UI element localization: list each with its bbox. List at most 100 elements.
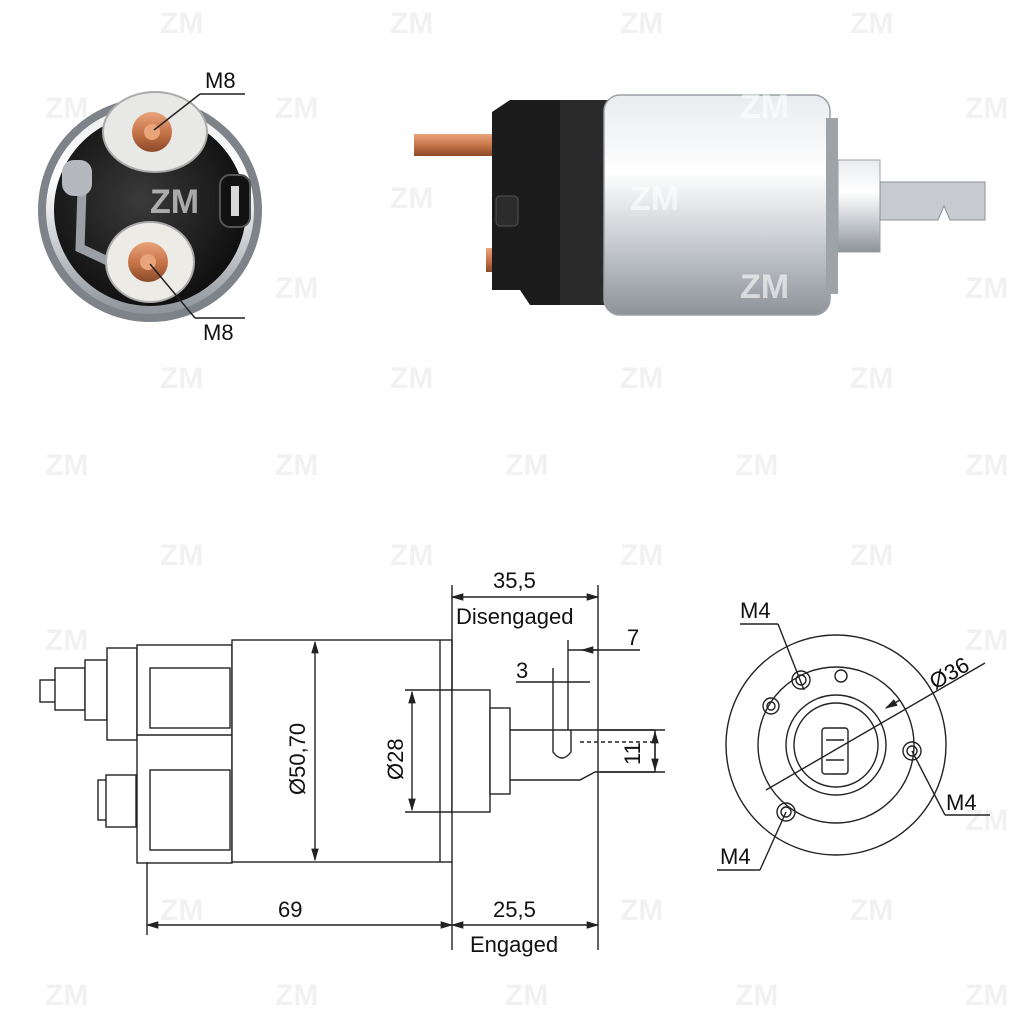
drawn-cap-inner-bottom xyxy=(149,769,231,851)
watermark-text: ZM xyxy=(390,182,433,215)
connector-pin xyxy=(231,186,239,216)
front-flange-circle xyxy=(757,666,915,824)
watermark-grid: ZM ZM ZM ZM ZM ZM ZM ZM ZM ZM ZM ZM ZM Z… xyxy=(45,7,1008,1012)
watermark-text: ZM xyxy=(275,92,318,125)
drawn-nut-top xyxy=(54,667,86,711)
dim-slot-width: 3 xyxy=(516,658,528,683)
callout-line-top xyxy=(153,93,201,131)
watermark-text: ZM xyxy=(390,7,433,40)
drawn-nose-step xyxy=(489,707,511,795)
hole-top-inner xyxy=(795,674,807,686)
hole-bottom-inner xyxy=(780,806,792,818)
plastic-connector xyxy=(495,195,519,227)
watermark-text: ZM xyxy=(735,979,778,1012)
watermark-text: ZM xyxy=(505,449,548,482)
hole-right xyxy=(902,741,922,761)
front-outer-circle xyxy=(725,634,947,856)
watermark-text: ZM xyxy=(45,979,88,1012)
photo-side-view: ZM ZM ZM xyxy=(414,88,986,316)
hole-right-label: M4 xyxy=(946,790,977,815)
watermark-text: ZM xyxy=(620,894,663,927)
bolt-circle-line xyxy=(765,662,986,791)
hole-bottom-label: M4 xyxy=(720,844,751,869)
front-plunger-slot xyxy=(821,727,849,775)
hole-left-inner xyxy=(766,701,776,711)
watermark-text: ZM xyxy=(850,362,893,395)
watermark-text: ZM xyxy=(620,7,663,40)
drawn-cap xyxy=(136,644,233,864)
drawn-body xyxy=(231,639,453,863)
drawn-nut-bottom xyxy=(105,774,137,828)
cap-flange xyxy=(560,100,608,305)
terminal-top-label: M8 xyxy=(205,68,236,93)
watermark-text: ZM xyxy=(620,362,663,395)
hole-pin xyxy=(834,669,848,683)
watermark-text: ZM xyxy=(620,539,663,572)
dim-shaft-height: 11 xyxy=(620,742,645,765)
watermark-text: ZM xyxy=(740,88,789,126)
drawing-side-labels: 35,5 Disengaged 25,5 Engaged 69 Ø50,70 Ø… xyxy=(278,568,645,957)
body-ring xyxy=(826,118,838,294)
watermark-text: ZM xyxy=(45,449,88,482)
nose xyxy=(837,159,881,253)
dim-engaged-label: Engaged xyxy=(470,932,558,957)
watermark-text: ZM xyxy=(390,539,433,572)
watermark-text: ZM xyxy=(390,362,433,395)
watermark-text: ZM xyxy=(850,539,893,572)
watermark-text: ZM xyxy=(735,449,778,482)
watermark-text: ZM xyxy=(275,449,318,482)
watermark-text: ZM xyxy=(850,7,893,40)
terminal-bottom-label: M8 xyxy=(203,320,234,345)
drawing-side-view xyxy=(39,585,665,950)
leader-top xyxy=(777,623,805,691)
leader-right xyxy=(911,750,946,816)
copper-stud-top xyxy=(414,134,496,156)
watermark-text: ZM xyxy=(965,92,1008,125)
watermark-text: ZM xyxy=(160,894,203,927)
dim-shaft-offset: 7 xyxy=(627,625,639,650)
watermark-text: ZM xyxy=(965,979,1008,1012)
watermark-text: ZM xyxy=(965,272,1008,305)
watermark-text: ZM xyxy=(850,894,893,927)
leader-bottom xyxy=(759,811,787,871)
watermark-text: ZM xyxy=(965,624,1008,657)
watermark-text: ZM xyxy=(505,979,548,1012)
hole-top xyxy=(791,670,811,690)
callout-line-bottom xyxy=(149,263,196,319)
photo-front-view: ZM M8 M8 xyxy=(38,68,262,345)
contact-strap xyxy=(75,185,115,267)
hole-top-label: M4 xyxy=(740,598,771,623)
drawn-cap-inner-top xyxy=(149,667,231,729)
bolt-circle-label: Ø36 xyxy=(925,652,974,694)
drawn-washer-top xyxy=(84,659,108,721)
watermark-text: ZM xyxy=(160,539,203,572)
dim-engaged-value: 25,5 xyxy=(493,897,536,922)
watermark-text: ZM xyxy=(45,624,88,657)
strap-bolt xyxy=(62,160,92,196)
watermark-text: ZM xyxy=(150,183,199,221)
watermark-text: ZM xyxy=(740,268,789,306)
drawn-cap-upper xyxy=(106,647,138,741)
drawn-nose xyxy=(451,689,491,813)
front-nose-circle xyxy=(785,694,887,796)
watermark-text: ZM xyxy=(275,272,318,305)
watermark-text: ZM xyxy=(965,449,1008,482)
watermark-text: ZM xyxy=(275,979,318,1012)
dim-length: 69 xyxy=(278,897,302,922)
hole-bottom xyxy=(776,802,796,822)
front-nose-inner xyxy=(793,702,879,788)
dim-body-diameter: Ø50,70 xyxy=(285,723,310,795)
watermark-text: ZM xyxy=(160,362,203,395)
dim-disengaged-value: 35,5 xyxy=(493,568,536,593)
dim-disengaged-label: Disengaged xyxy=(456,604,573,629)
drawn-plunger-slot xyxy=(552,730,572,759)
hole-left xyxy=(762,697,780,715)
watermark-text: ZM xyxy=(965,804,1008,837)
watermark-text: ZM xyxy=(160,7,203,40)
dim-nose-diameter: Ø28 xyxy=(383,738,408,780)
hole-right-inner xyxy=(906,745,918,757)
plunger xyxy=(879,181,986,221)
drawing-front-view xyxy=(717,623,990,871)
watermark-text: ZM xyxy=(630,180,679,218)
